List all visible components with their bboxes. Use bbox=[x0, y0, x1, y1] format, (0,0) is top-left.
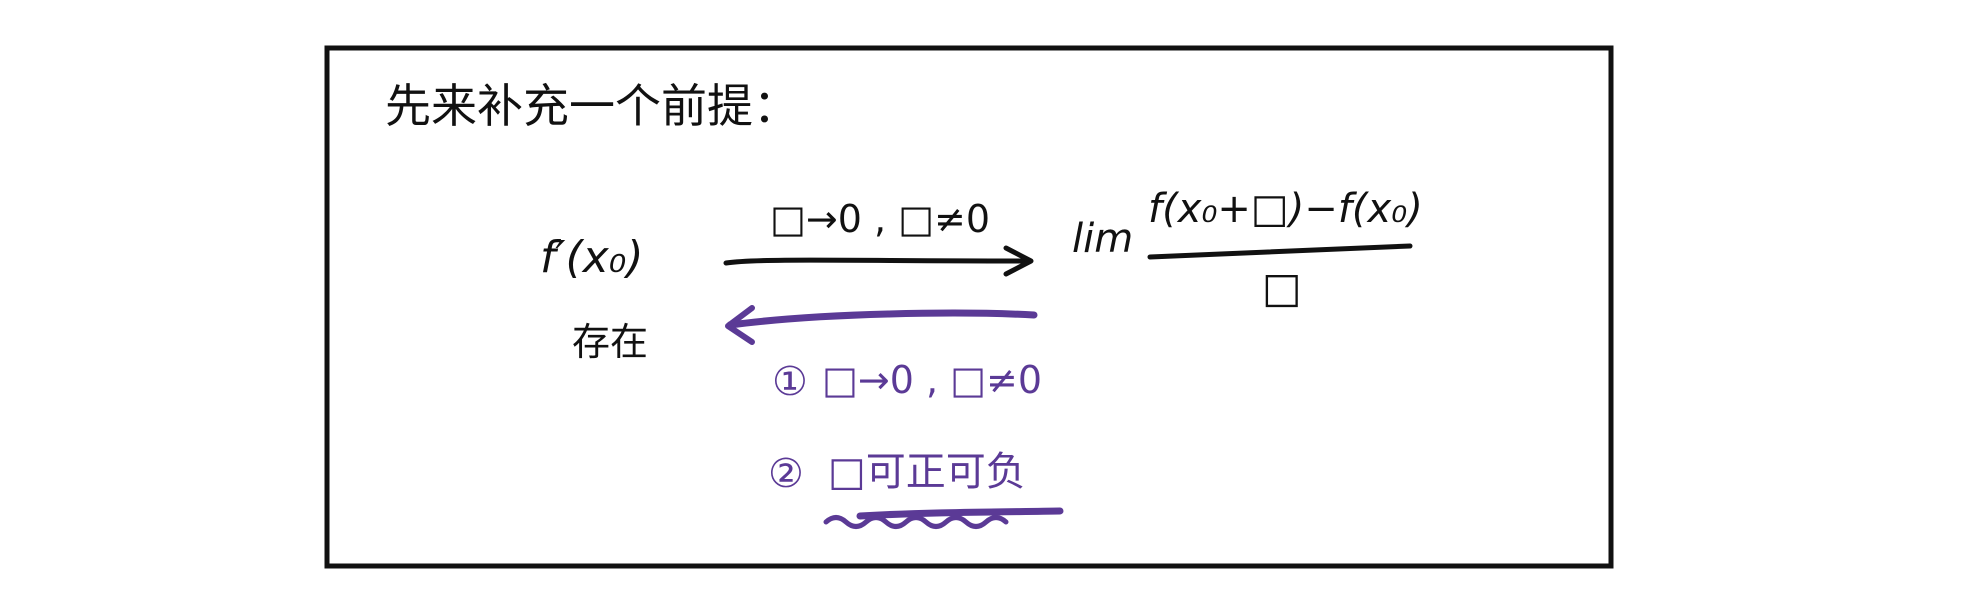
heading-text: 先来补充一个前提： bbox=[385, 79, 799, 133]
fraction-denominator: □ bbox=[1262, 263, 1302, 312]
left-arrow-shaft bbox=[726, 309, 1038, 329]
condition-1-marker: ① bbox=[772, 359, 808, 405]
condition-1-text: □→0 , □≠0 bbox=[822, 358, 1042, 402]
left-arrow-head-icon bbox=[725, 305, 755, 345]
fraction-numerator: f(x₀+□)−f(x₀) bbox=[1148, 186, 1423, 232]
note-frame bbox=[324, 45, 1614, 569]
lim-word: lim bbox=[1072, 216, 1133, 262]
right-arrow-shaft bbox=[723, 257, 1033, 266]
exists-label: 存在 bbox=[572, 320, 648, 364]
derivative-expression: f′(x₀) bbox=[540, 232, 644, 283]
wavy-underline bbox=[823, 515, 1009, 529]
straight-underline bbox=[856, 507, 1064, 520]
arrow-top-label: □→0 , □≠0 bbox=[770, 197, 990, 241]
condition-2-text: □可正可负 bbox=[828, 449, 1026, 495]
fraction-bar bbox=[1147, 243, 1413, 260]
condition-2-marker: ② bbox=[768, 451, 804, 497]
right-arrow-head-icon bbox=[1003, 245, 1034, 277]
